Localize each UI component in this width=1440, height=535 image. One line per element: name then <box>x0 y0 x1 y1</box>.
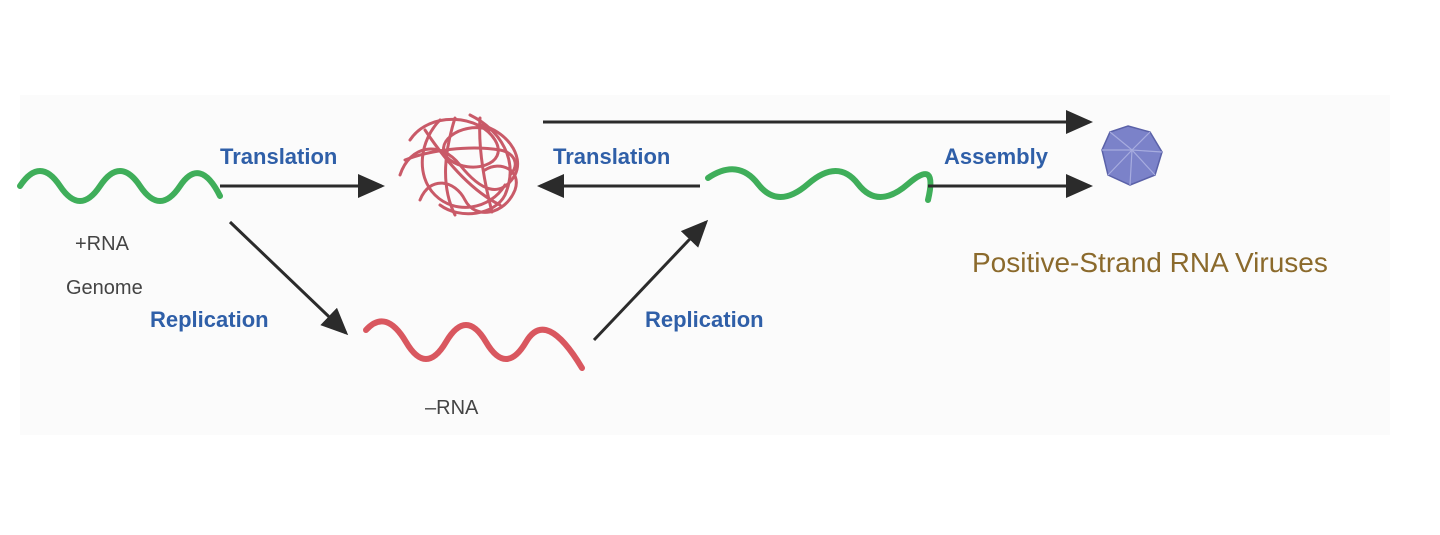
plus-rna-label: +RNA <box>75 233 130 255</box>
replication-label-left: Replication <box>150 307 269 332</box>
protein-tangle-icon <box>398 113 519 217</box>
plus-rna-genome-strand <box>17 168 223 204</box>
replication-label-right: Replication <box>645 307 764 332</box>
assembly-label: Assembly <box>944 144 1049 169</box>
minus-rna-label: –RNA <box>425 397 479 419</box>
translation-label-right: Translation <box>553 144 670 169</box>
minus-rna-strand <box>363 318 585 371</box>
virus-capsid-icon <box>1101 125 1163 186</box>
replication-arrow-up <box>592 219 709 342</box>
plus-rna-progeny-strand <box>705 166 934 203</box>
genome-label: Genome <box>66 277 143 299</box>
diagram-title: Positive-Strand RNA Viruses <box>972 247 1328 278</box>
replication-arrow-down <box>228 220 349 336</box>
translation-label-left: Translation <box>220 144 337 169</box>
